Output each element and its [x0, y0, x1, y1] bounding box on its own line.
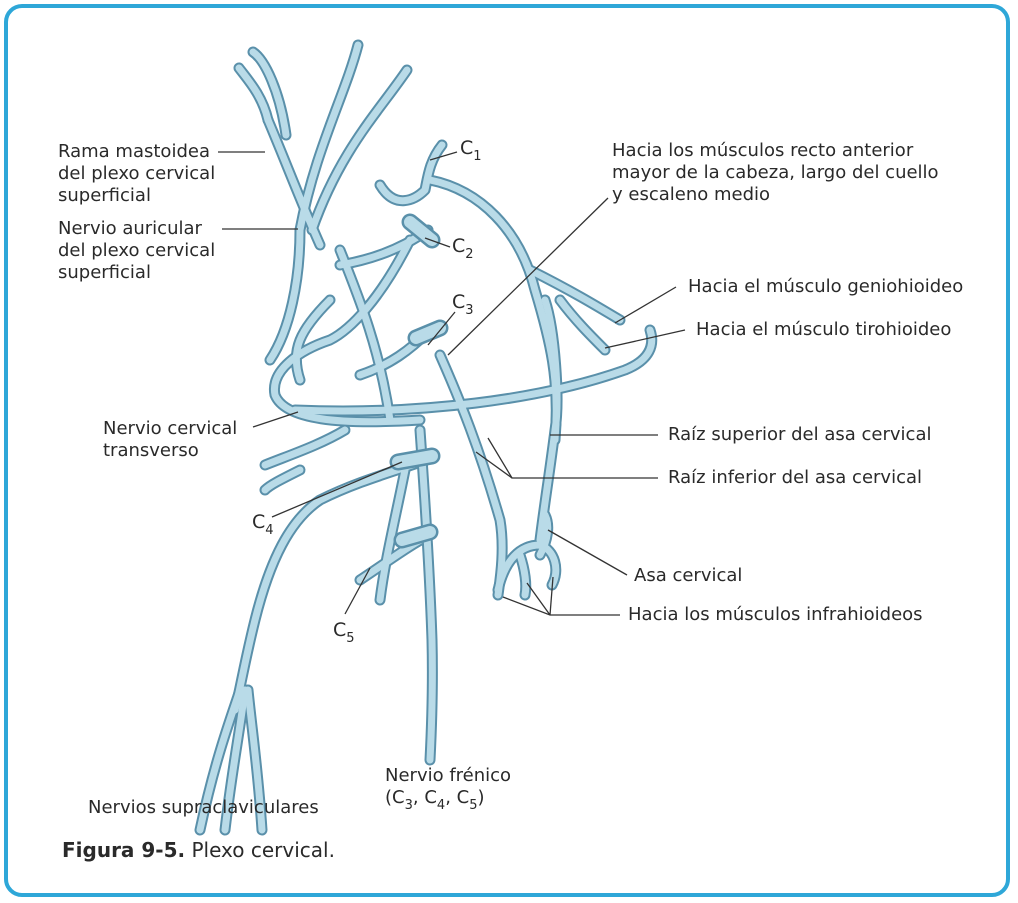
label-geniohioideo: Hacia el músculo geniohioideo [688, 276, 963, 298]
nerve-inferior-root [440, 355, 502, 595]
label-nervio-auricular: Nervio auricular del plexo cervical supe… [58, 218, 215, 284]
phrenic-roots: (C3, C4, C5) [385, 787, 511, 817]
figure-caption: Figura 9-5. Plexo cervical. [62, 838, 335, 862]
label-supraclaviculares: Nervios supraclaviculares [88, 797, 319, 819]
label-hacia-recto: Hacia los músculos recto anterior mayor … [612, 140, 939, 206]
label-asa-cervical: Asa cervical [634, 565, 742, 587]
leader-infrahioideos [503, 597, 620, 615]
label-infrahioideos: Hacia los músculos infrahioideos [628, 604, 923, 626]
label-tirohioideo: Hacia el músculo tirohioideo [696, 319, 951, 341]
figure-number: Figura 9-5. [62, 838, 185, 862]
nerve-drawing [200, 45, 652, 830]
label-rama-mastoidea: Rama mastoidea del plexo cervical superf… [58, 141, 215, 207]
leader-c5 [345, 568, 370, 614]
label-nervio-frenico: Nervio frénico (C3, C4, C5) [385, 765, 511, 817]
leader-cervical-transverso [253, 412, 298, 427]
label-nervio-cervical-transverso: Nervio cervical transverso [103, 418, 237, 462]
figure-title: Plexo cervical. [191, 838, 334, 862]
leader-tirohioideo [605, 330, 685, 348]
label-raiz-superior: Raíz superior del asa cervical [668, 424, 931, 446]
label-c5: C5 [333, 620, 355, 649]
leader-geniohioideo [615, 287, 676, 323]
leader-raiz-inferior [488, 438, 658, 478]
label-raiz-inferior: Raíz inferior del asa cervical [668, 467, 922, 489]
label-c1: C1 [460, 138, 482, 167]
label-c4: C4 [252, 512, 274, 541]
label-c3: C3 [452, 292, 474, 321]
label-c2: C2 [452, 236, 474, 265]
